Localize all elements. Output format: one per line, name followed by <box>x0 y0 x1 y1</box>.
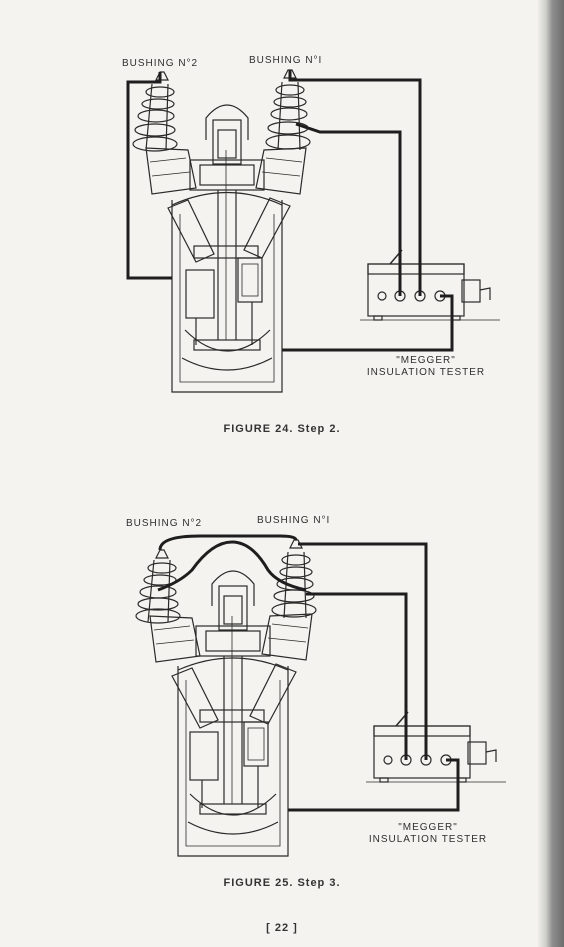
bushing-1-insulator <box>266 70 310 150</box>
figure-caption: FIGURE 24. Step 2. <box>0 423 564 435</box>
coil-left <box>186 270 214 318</box>
test-leads <box>158 536 458 810</box>
dome <box>212 571 254 606</box>
lead-guard-loop <box>158 542 306 590</box>
megger-label-line1: "MEGGER" <box>358 822 498 834</box>
page-edge-shadow <box>538 0 564 947</box>
megger-label: "MEGGER" INSULATION TESTER <box>358 822 498 846</box>
lead-tank-earth <box>288 760 458 810</box>
dome <box>206 105 248 140</box>
transformer-diagram <box>0 0 540 470</box>
test-leads <box>128 70 452 350</box>
lead-guard <box>306 594 406 760</box>
figure-24: BUSHING N°2 BUSHING N°I <box>0 0 540 470</box>
bushing-2-insulator <box>136 550 180 623</box>
megger-label-line2: INSULATION TESTER <box>358 834 498 846</box>
figure-caption: FIGURE 25. Step 3. <box>0 877 564 889</box>
bushing-2-body <box>172 668 218 728</box>
coil-left <box>190 732 218 780</box>
figure-25: BUSHING N°2 BUSHING N°I <box>0 470 540 900</box>
megger-label: "MEGGER" INSULATION TESTER <box>356 355 496 379</box>
transformer-drawing <box>133 70 310 392</box>
megger-label-line1: "MEGGER" <box>356 355 496 367</box>
megger-tester <box>366 712 506 782</box>
tester-case <box>374 726 470 778</box>
tank-outline <box>178 666 288 856</box>
megger-label-line2: INSULATION TESTER <box>356 367 496 379</box>
page-number: [ 22 ] <box>0 922 564 934</box>
bushing-2-insulator <box>133 72 177 151</box>
lead-bushing-1-guard <box>296 124 400 296</box>
bushing-1-body <box>244 198 290 258</box>
bushing-1-body <box>250 664 296 724</box>
bushing-2-body <box>168 200 214 262</box>
megger-tester <box>360 250 500 320</box>
tester-case <box>368 264 464 316</box>
tank-outline <box>172 200 282 392</box>
lead-tank-earth <box>282 296 452 350</box>
